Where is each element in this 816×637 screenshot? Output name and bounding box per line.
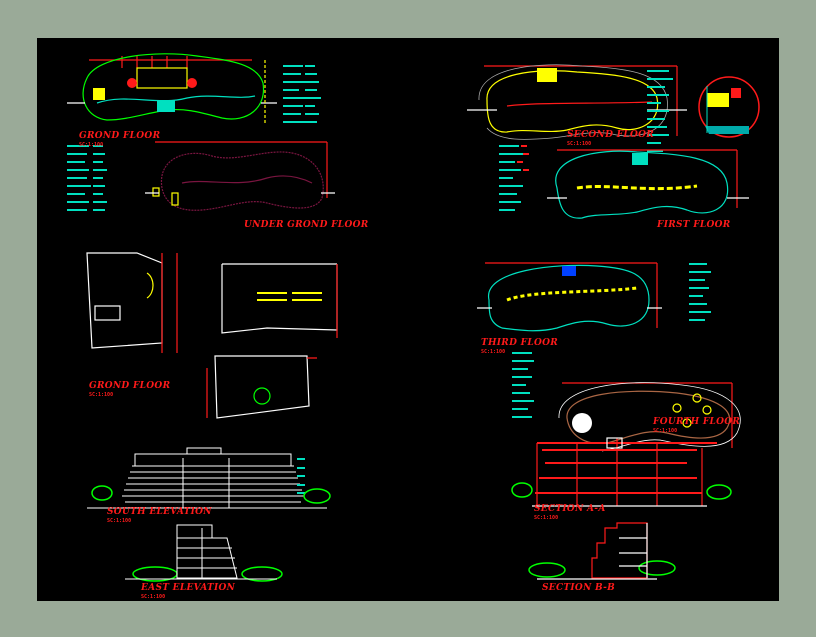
fourth-floor-title: FOURTH FLOOR: [653, 417, 741, 427]
ground-floor-2-scale: SC:1:100: [89, 392, 114, 398]
fourth-floor-legend: [512, 352, 534, 418]
ground-floor-legend: [283, 65, 321, 123]
under-ground-floor-plan: [145, 141, 335, 211]
ground-floor-2-title: GROND FLOOR: [89, 381, 171, 391]
cad-drawing-sheet[interactable]: GROND FLOOR SC:1:100 UNDER GROND FLOOR S…: [37, 38, 779, 601]
third-floor-plan: [477, 262, 662, 332]
fourth-floor-plan: [558, 382, 741, 452]
under-ground-legend: [67, 145, 107, 211]
ground-floor-title: GROND FLOOR: [79, 131, 161, 141]
second-floor-legend: [647, 70, 673, 152]
fourth-floor-scale: SC:1:100: [653, 428, 678, 434]
third-floor-legend: [689, 263, 711, 321]
south-elevation-scale: SC:1:100: [107, 518, 132, 524]
section-aa-scale: SC:1:100: [534, 515, 559, 521]
east-elevation-title: EAST ELEVATION: [141, 583, 236, 593]
under-ground-floor-title: UNDER GROND FLOOR: [244, 220, 369, 230]
ground-floor-plan-2: [86, 252, 338, 419]
section-aa-title: SECTION A-A: [534, 504, 606, 514]
first-floor-title: FIRST FLOOR: [657, 220, 731, 230]
cad-linework: [67, 53, 760, 582]
section-bb-title: SECTION B-B: [542, 583, 616, 593]
ground-floor-plan: [67, 53, 277, 123]
first-floor-plan: [547, 149, 749, 219]
detail-callout: [698, 76, 760, 138]
second-floor-plan: [467, 64, 687, 140]
third-floor-scale: SC:1:100: [481, 349, 506, 355]
south-elevation: [87, 447, 327, 509]
third-floor-title: THIRD FLOOR: [481, 338, 559, 348]
first-floor-legend: [499, 145, 529, 211]
east-elevation-scale: SC:1:100: [141, 594, 166, 600]
section-aa: [532, 437, 717, 507]
east-elevation: [125, 524, 277, 580]
south-elevation-title: SOUTH ELEVATION: [107, 507, 212, 517]
south-elevation-level-marks: [297, 458, 305, 494]
second-floor-title: SECOND FLOOR: [567, 130, 655, 140]
second-floor-scale: SC:1:100: [567, 141, 592, 147]
ground-floor-scale: SC:1:100: [79, 142, 104, 148]
section-bb: [537, 522, 657, 580]
trees: [91, 482, 732, 582]
